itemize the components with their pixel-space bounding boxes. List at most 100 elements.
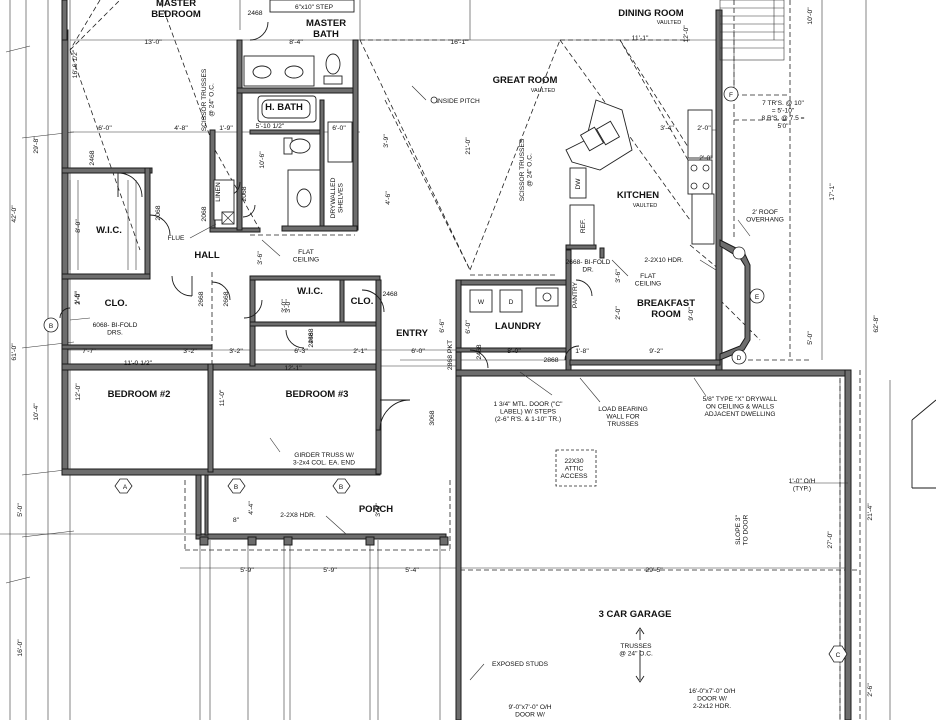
dim-label: 3068 [429,410,436,425]
dim-label: 2468 [308,332,315,347]
dim-label: 3'-0" [281,299,288,313]
dining-room-sub: VAULTED [657,20,682,26]
dim-label: 6'-3" [294,348,308,355]
girder-truss-note: GIRDER TRUSS W/3-2x4 COL. EA. END [293,452,355,467]
dim-label: 2'-0" [699,155,713,162]
dim-label: 5'-0" [17,503,24,517]
grid-tag-c: C [836,652,841,659]
dim-label: 2'-1" [353,348,367,355]
dim-label: 2068 [155,205,162,220]
leader-lines [69,85,848,681]
dim-label: 1'-6" [74,291,81,305]
dim-label: 3'-6" [257,251,264,265]
dim-label: 3'-6" [615,269,622,283]
dim-label: 9'-0" [688,307,695,321]
dim-label: 6'-0" [98,125,112,132]
edge-line [911,399,936,421]
dim-label: 29'-5" [645,567,663,574]
clo-center-label: CLO. [351,296,374,307]
callout-tags: B A B B C D E F [43,86,848,663]
dim-label: 8'-0" [75,219,82,233]
dim-label: 10'-0" [807,7,814,25]
dim-label: 6'-0" [465,320,472,334]
dim-label: 1'-9" [219,125,233,132]
breakfast-header-note: 2-2X10 HDR. [644,257,683,264]
dim-label: 2068 [241,186,248,201]
dim-label: 5'-4" [405,567,419,574]
dim-label: 4'-6" [385,191,392,205]
appliance-labels: DW REF. W D [478,178,587,306]
dim-label: 3'-2" [229,348,243,355]
dim-label: 42'-0" [11,205,18,223]
grid-tag-b-2: B [234,484,238,491]
dim-label: 10'-6" [259,151,266,169]
dim-label: 3'-0" [285,299,292,313]
dim-label: 11'-1" [632,35,649,42]
dim-label: 5'-0" [807,331,814,345]
dim-label: 2868 [543,357,558,364]
dim-label: 17'-1" [829,183,836,201]
doors [59,21,593,431]
dim-label: 6'-6" [439,319,446,333]
dim-label: 1'-8" [575,348,589,355]
dim-label: 21'-0" [465,137,472,155]
stairs [719,0,785,95]
slope-note: SLOPE 3"TO DOOR [735,514,750,545]
grid-tag-e: E [755,294,760,301]
dim-label: 16'-0" [17,639,24,657]
walls [61,0,852,720]
attic-access-box [555,449,597,487]
dim-label: 21'-4" [867,503,874,521]
dim-label: 10'-4" [33,403,40,421]
dryer-label: D [509,299,514,306]
step-note: 6"x10" STEP [295,4,334,11]
dim-label: 2068 [201,206,208,221]
drywalled-shelves-note: DRYWALLEDSHELVES [330,177,345,218]
dim-label: 3'-0" [375,503,382,517]
stair-treads-note: 7 TR'S. @ 10"= 5'-10"8 R'S. @ 7.5 =5'0" [762,100,805,130]
notes: 6"x10" STEP SCISSOR TRUSSES@ 24" O.C. SC… [93,4,816,719]
dim-label: 27'-0" [827,531,834,549]
grid-tag-a: A [123,484,128,491]
dim-label: 2'-0" [697,125,711,132]
dim-label: 2468 [382,291,397,298]
wic-left-label: W.I.C. [96,225,122,236]
dim-label: 16'-1" [450,39,468,46]
dim-label: 2468 [308,328,315,343]
clo-left-label: CLO. [105,298,128,309]
dim-label: 8" [233,517,240,524]
bedroom2-label: BEDROOM #2 [108,389,171,400]
refrigerator-label: REF. [580,219,587,233]
inside-pitch-note: INSIDE PITCH [436,98,480,105]
dim-label: 2'-0" [615,306,622,320]
dim-label: 62'-8" [873,315,880,333]
dim-label: 3'-2" [183,348,197,355]
grid-tag-b-3: B [339,484,343,491]
dim-label: 3'-9" [383,134,390,148]
porch-label: PORCH [359,504,393,515]
overhang-typ-note: 1'-0" O/H(TYP.) [789,478,816,493]
grid-tag-f: F [729,92,733,99]
dim-label: 6'-0" [411,348,425,355]
washer-label: W [478,299,485,306]
kitchen-sub: VAULTED [633,203,658,209]
dim-label: 16'-6 1/2" [72,49,79,78]
hall-label: HALL [194,250,220,261]
entry-label: ENTRY [396,328,429,339]
dishwasher-label: DW [575,178,582,190]
garage-label: 3 CAR GARAGE [599,609,672,620]
garage-trusses-note: TRUSSES@ 24" O.C. [619,643,653,658]
metal-door-note: 1 3/4" MTL. DOOR ("C"LABEL) W/ STEPS(2-6… [494,401,564,423]
dim-label: 11'-0 1/2" [124,360,153,367]
truss-lines [69,0,861,720]
dim-label: 2468 [247,10,262,17]
